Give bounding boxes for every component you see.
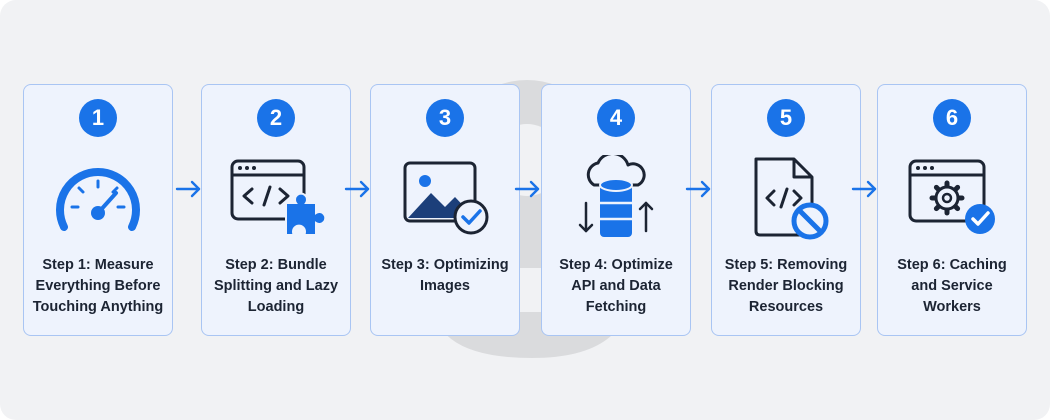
step-label: Step 3: Optimizing Images <box>381 257 509 294</box>
code-file-blocked-icon <box>754 157 829 240</box>
step-number-badge: 2 <box>257 99 295 137</box>
step-number-badge: 3 <box>426 99 464 137</box>
step-label: Step 5: Removing Render Blocking Resourc… <box>724 257 848 315</box>
step-number-badge: 1 <box>79 99 117 137</box>
step-label: Step 1: Measure Everything Before Touchi… <box>32 257 164 315</box>
step-label: Step 6: Caching and Service Workers <box>897 257 1007 315</box>
arrow-right-icon <box>514 180 540 198</box>
step-number-badge: 5 <box>767 99 805 137</box>
step-card-3: 3 Step 3: Optimizing Images <box>370 84 520 336</box>
step-card-4: 4 Step 4: Optimize API and Data Fetching <box>541 84 691 336</box>
code-window-puzzle-icon <box>230 159 327 236</box>
arrow-right-icon <box>175 180 201 198</box>
step-label: Step 2: Bundle Splitting and Lazy Loadin… <box>213 257 339 315</box>
step-card-1: 1 Step 1: Measure Everything Before Touc… <box>23 84 173 336</box>
browser-gear-check-icon <box>908 159 995 234</box>
arrow-right-icon <box>851 180 877 198</box>
step-card-2: 2 Step 2: Bundle Splitting and Lazy Load… <box>201 84 351 336</box>
arrow-right-icon <box>685 180 711 198</box>
arrow-right-icon <box>344 180 370 198</box>
cloud-database-sync-icon <box>578 155 654 237</box>
step-number-badge: 6 <box>933 99 971 137</box>
step-card-6: 6 Step 6: Caching and Service Workers <box>877 84 1027 336</box>
step-label: Step 4: Optimize API and Data Fetching <box>559 257 673 315</box>
speedometer-icon <box>56 168 140 231</box>
step-card-5: 5 Step 5: Removing Render Blocking Resou… <box>711 84 861 336</box>
step-number-badge: 4 <box>597 99 635 137</box>
image-check-icon <box>403 161 489 235</box>
